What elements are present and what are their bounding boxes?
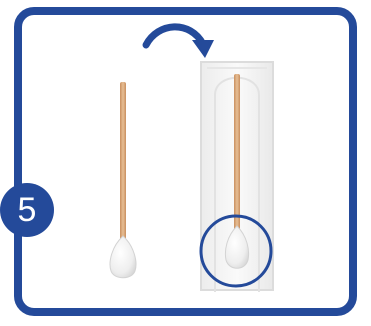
step-number-badge: 5 <box>0 183 54 237</box>
cotton-swab-icon <box>110 82 136 278</box>
swab-package-icon <box>201 62 273 292</box>
curved-arrow-icon <box>146 27 214 58</box>
